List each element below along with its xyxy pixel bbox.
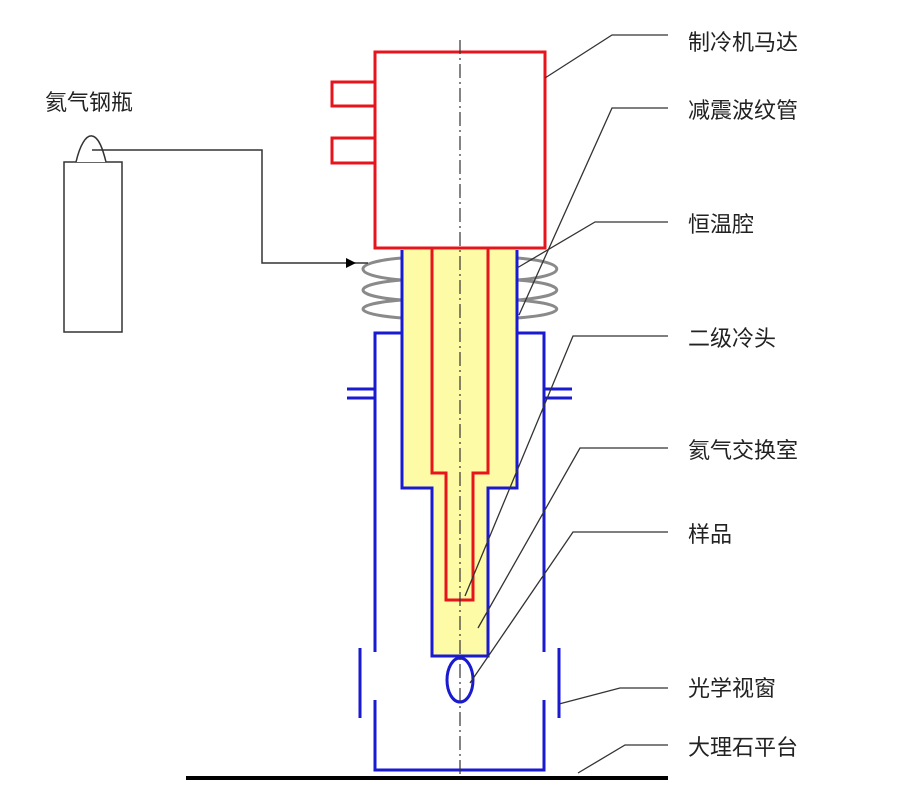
outer-housing (347, 331, 572, 772)
label-optical-window: 光学视窗 (688, 677, 776, 702)
helium-cylinder (63, 135, 123, 333)
gas-supply-line (92, 149, 338, 264)
label-sample: 样品 (688, 523, 732, 548)
leader-lines (464, 34, 668, 774)
label-bellows: 减震波纹管 (688, 99, 798, 124)
bellows-right (516, 256, 558, 320)
label-second-stage: 二级冷头 (688, 327, 776, 352)
label-thermostat-chamber: 恒温腔 (688, 213, 754, 238)
label-helium-cylinder: 氦气钢瓶 (45, 91, 133, 116)
cryocooler-motor (330, 50, 547, 250)
gas-flow-arrow (346, 258, 356, 268)
label-exchange-chamber: 氦气交换室 (688, 439, 798, 464)
bellows-left (361, 256, 403, 320)
thermostat-chamber (400, 250, 519, 658)
label-cryo-motor: 制冷机马达 (688, 31, 798, 56)
label-marble-platform: 大理石平台 (688, 736, 798, 761)
